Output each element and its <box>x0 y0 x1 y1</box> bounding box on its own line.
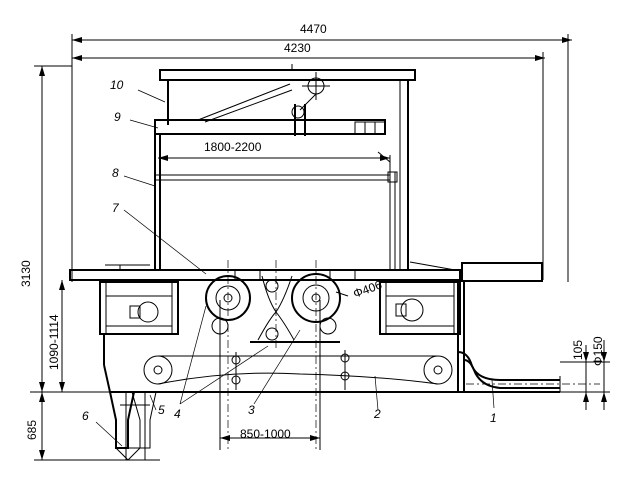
dim-pipe-dia: Φ150 <box>591 336 605 366</box>
part-label-6: 6 <box>82 409 89 423</box>
dim-height: 3130 <box>19 260 33 287</box>
leader-lines <box>95 89 495 447</box>
dim-overall-length: 4470 <box>300 22 327 36</box>
table-top <box>69 261 543 282</box>
part-label-5: 5 <box>158 403 165 417</box>
feed-rolls <box>200 260 349 450</box>
dim-pipe-height: 105 <box>571 340 585 360</box>
dimension-lines <box>30 34 610 461</box>
dim-work-height: 1090-1114 <box>47 314 61 370</box>
part-label-1: 1 <box>490 411 497 425</box>
part-label-8: 8 <box>112 166 119 180</box>
dim-inner-length: 4230 <box>284 41 311 55</box>
part-label-7: 7 <box>112 201 120 215</box>
upper-frame <box>154 64 416 270</box>
part-label-4: 4 <box>174 407 181 421</box>
hopper <box>109 391 157 461</box>
part-label-10: 10 <box>110 78 124 92</box>
dim-base-height: 685 <box>25 420 39 440</box>
part-labels: 1 2 3 4 5 6 7 8 9 10 <box>82 78 497 425</box>
part-label-2: 2 <box>373 407 381 421</box>
base-conveyor <box>103 350 600 393</box>
part-label-3: 3 <box>248 403 255 417</box>
dim-center-distance: 850-1000 <box>240 427 291 441</box>
cabinets <box>99 281 465 392</box>
dim-width-range: 1800-2200 <box>204 140 262 154</box>
part-label-9: 9 <box>114 110 121 124</box>
